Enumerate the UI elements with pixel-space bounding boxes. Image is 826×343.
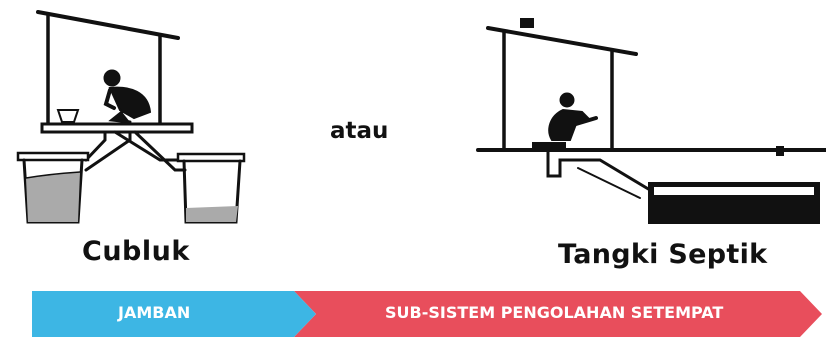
jamban-segment [32,291,316,337]
jamban-label: JAMBAN [118,303,191,322]
atau-label: atau [330,118,389,144]
process-banner [32,291,822,337]
cubluk-label: Cubluk [82,236,190,267]
ground-marks [776,146,784,156]
sub-sistem-label: SUB-SISTEM PENGOLAHAN SETEMPAT [385,303,724,322]
tangki-septik-illustration [476,18,826,224]
sub-sistem-segment [294,291,822,337]
cubluk-illustration [16,10,246,224]
tangki-septik-label: Tangki Septik [558,239,768,270]
